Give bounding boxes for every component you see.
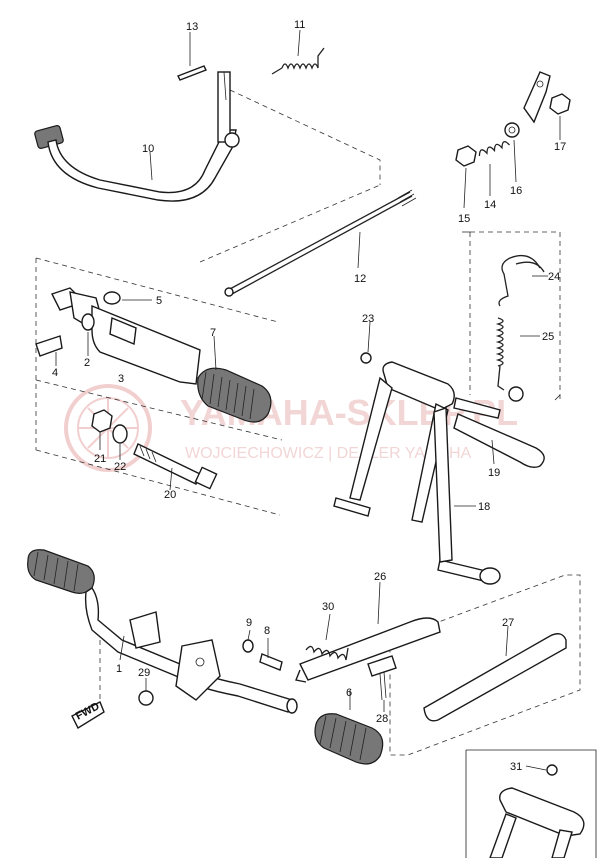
side-stand-spring <box>305 645 349 661</box>
circlip-23 <box>360 352 372 364</box>
callout-25: 25 <box>542 331 554 343</box>
watermark-dealer: WOJCIECHOWICZ | DEALER YAMAHA <box>185 445 472 462</box>
callout-10: 10 <box>142 143 154 155</box>
bolt-8 <box>259 653 283 671</box>
callout-24: 24 <box>548 271 560 283</box>
footrest-rubber-6 <box>314 713 384 765</box>
washer-5 <box>103 291 121 305</box>
passenger-footrest <box>35 287 272 423</box>
adjust-nut-15 <box>455 145 477 167</box>
marker-p-icon <box>508 386 524 402</box>
callout-18: 18 <box>478 501 490 513</box>
brake-pedal <box>34 71 240 202</box>
side-stand-26 <box>295 617 441 683</box>
callout-15: 15 <box>458 213 470 225</box>
brake-rod-hardware <box>455 71 571 167</box>
footrest-rubber-7 <box>197 367 272 423</box>
footrest-fasteners <box>91 409 218 490</box>
nut-17 <box>549 93 571 115</box>
callout-19: 19 <box>488 467 500 479</box>
brake-rod <box>224 189 417 297</box>
callout-8: 8 <box>264 625 270 637</box>
bolt-20 <box>133 443 201 485</box>
group-outlines <box>35 89 597 858</box>
callout-7: 7 <box>210 327 216 339</box>
washer-22 <box>112 424 128 444</box>
callout-16: 16 <box>510 185 522 197</box>
stand-bar-27 <box>423 633 567 722</box>
washer-9 <box>242 639 254 653</box>
callout-3: 3 <box>118 373 124 385</box>
callout-14: 14 <box>484 199 496 211</box>
callout-26: 26 <box>374 571 386 583</box>
callout-9: 9 <box>246 617 252 629</box>
callout-5: 5 <box>156 295 162 307</box>
callout-1: 1 <box>116 663 122 675</box>
collar-2 <box>81 313 95 331</box>
stand-springs <box>495 254 545 391</box>
forward-arrow-icon: FWD <box>71 700 105 729</box>
callout-4: 4 <box>52 367 58 379</box>
watermark-logo-icon <box>64 384 152 472</box>
callout-12: 12 <box>354 273 366 285</box>
callout-31: 31 <box>510 761 522 773</box>
callout-23: 23 <box>362 313 374 325</box>
leader-lines <box>55 29 561 771</box>
callout-6: 6 <box>346 687 352 699</box>
callout-17: 17 <box>554 141 566 153</box>
callout-11: 11 <box>294 19 305 31</box>
marker-p-icon <box>138 690 154 706</box>
callout-2: 2 <box>84 357 90 369</box>
callout-labels: 13 11 10 12 15 14 16 17 5 2 4 7 3 21 22 … <box>52 19 566 773</box>
return-spring-11 <box>271 47 325 75</box>
joint-16 <box>504 122 520 138</box>
stand-detail-31 <box>489 764 585 858</box>
callout-22: 22 <box>114 461 126 473</box>
rider-footrest-bar <box>27 549 298 714</box>
callout-27: 27 <box>502 617 514 629</box>
nut-21 <box>91 409 113 433</box>
callout-29: 29 <box>138 667 150 679</box>
grease-markers <box>138 386 524 706</box>
callout-21: 21 <box>94 453 106 465</box>
split-pin <box>177 65 207 81</box>
bolt-4 <box>35 335 63 357</box>
bolt-28 <box>367 655 397 701</box>
callout-20: 20 <box>164 489 176 501</box>
callout-28: 28 <box>376 713 388 725</box>
callout-30: 30 <box>322 601 334 613</box>
shaft-19 <box>453 413 545 469</box>
centre-stand <box>333 361 545 585</box>
callout-13: 13 <box>186 21 198 33</box>
